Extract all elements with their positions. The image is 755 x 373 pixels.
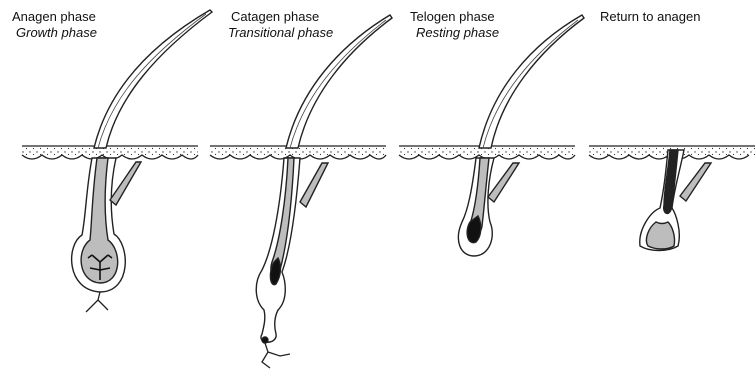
skin-surface-1 <box>22 146 198 159</box>
anagen-follicle <box>72 10 212 312</box>
return-anagen-follicle <box>640 150 711 251</box>
catagen-follicle <box>256 15 392 368</box>
telogen-follicle <box>458 15 584 256</box>
